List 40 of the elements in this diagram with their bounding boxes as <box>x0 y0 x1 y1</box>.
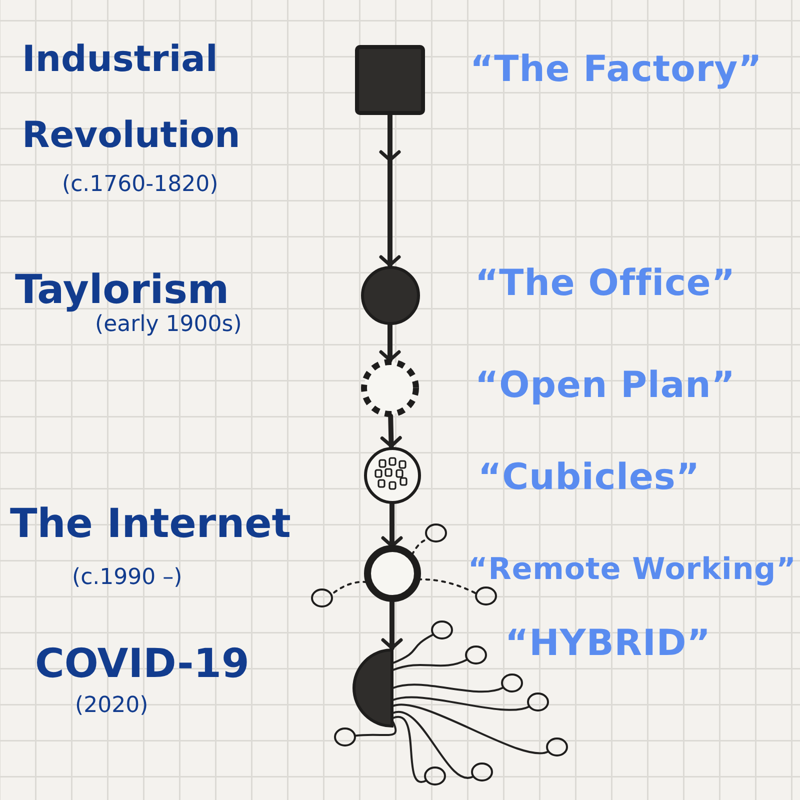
era-label: Taylorism <box>15 266 230 314</box>
connector-line <box>392 704 550 754</box>
connector-line <box>354 721 397 737</box>
quote-label: “The Office” <box>475 262 736 306</box>
connector-line <box>392 696 530 711</box>
dashed-circle <box>360 358 420 418</box>
date-label: (early 1900s) <box>95 312 242 338</box>
quote-label: “Cubicles” <box>478 456 700 500</box>
small-circle <box>464 643 488 667</box>
connector-line <box>392 658 468 671</box>
small-circle <box>470 760 494 784</box>
quote-label: “Remote Working” <box>468 552 796 588</box>
small-circle <box>423 764 447 788</box>
era-label: The Internet <box>10 500 291 548</box>
era-label: Industrial Revolution <box>22 38 242 158</box>
quote-label: “HYBRID” <box>505 622 711 666</box>
connector-line <box>392 634 434 664</box>
small-circle <box>424 521 448 545</box>
small-circle <box>474 584 498 608</box>
date-label: (c.1760-1820) <box>62 172 218 198</box>
date-label: (2020) <box>75 693 148 720</box>
filled-circle <box>360 264 420 326</box>
connector-line <box>392 684 504 693</box>
small-circle <box>333 725 357 749</box>
small-circle <box>310 586 334 610</box>
small-circle <box>545 735 569 759</box>
quote-label: “The Factory” <box>470 48 762 92</box>
arrow <box>379 112 401 268</box>
connector-line <box>392 716 428 783</box>
small-circle <box>500 671 524 695</box>
small-circle <box>526 690 550 714</box>
connector-line <box>392 710 474 779</box>
quote-label: “Open Plan” <box>475 364 736 408</box>
filled-square <box>355 45 425 115</box>
era-label: COVID-19 <box>35 640 250 688</box>
dotted-circle <box>362 446 422 504</box>
ring-circle <box>362 544 422 602</box>
date-label: (c.1990 –) <box>72 565 182 592</box>
connector-line <box>417 578 478 595</box>
small-circle <box>430 618 454 642</box>
